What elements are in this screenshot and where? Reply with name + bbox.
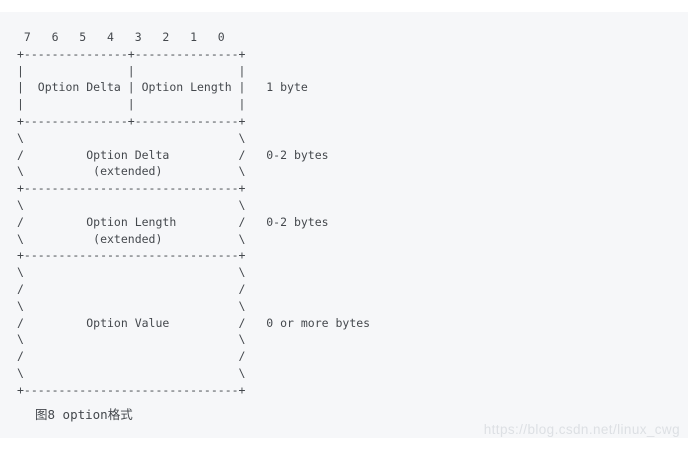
figure-caption: 图8 option格式 [35, 406, 133, 422]
watermark-url: https://blog.csdn.net/linux_cwg [483, 422, 680, 437]
coap-option-format-ascii-diagram: 7 6 5 4 3 2 1 0 +---------------+-------… [17, 30, 371, 397]
code-block: 7 6 5 4 3 2 1 0 +---------------+-------… [0, 12, 688, 438]
